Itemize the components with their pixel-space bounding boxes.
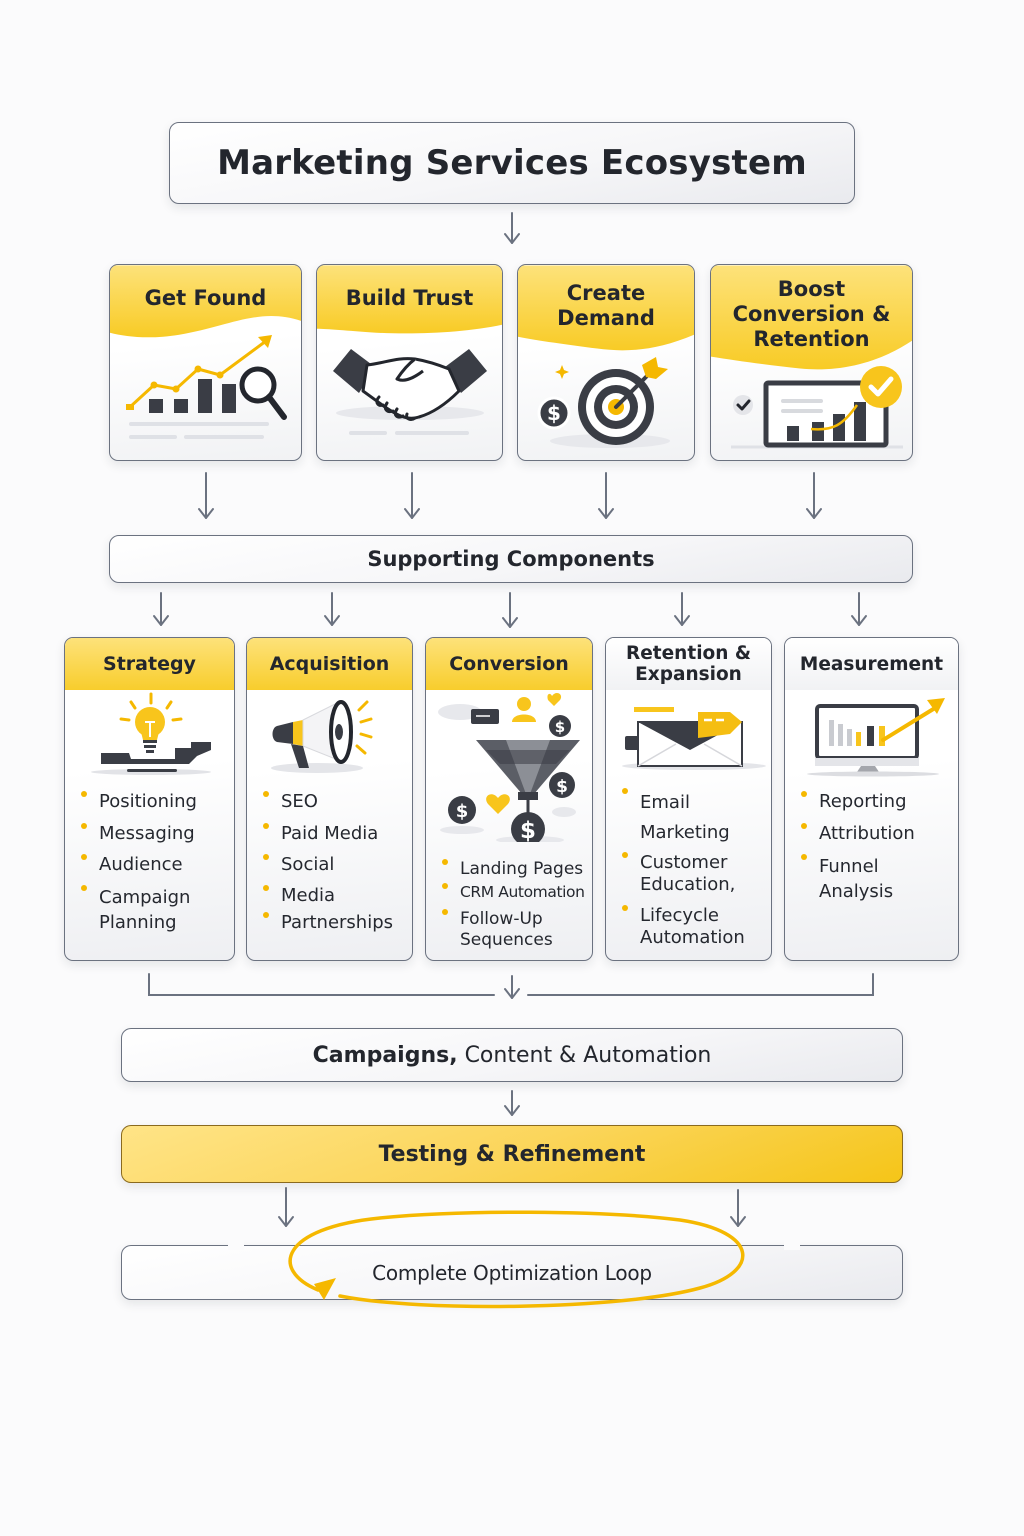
growth-chart-magnifier-icon [126,335,287,439]
component-title: Conversion [426,638,592,690]
goal-title: Get Found [144,286,267,310]
header-wave [518,265,694,351]
header-wave [110,265,301,338]
testing-refinement-box: Testing & Refinement [121,1125,903,1183]
list-item: Attribution [799,823,915,854]
svg-text:$: $ [456,801,469,822]
merge-bracket [148,973,874,999]
arrow-comp-3 [502,592,518,628]
arrow-goal-1 [198,472,214,519]
svg-text:$: $ [547,401,561,425]
arrow-title-to-goals [504,212,520,244]
arrow-comp-4 [674,592,690,626]
component-retention-expansion[interactable]: Retention & Expansion Email Marketing Cu… [605,637,772,961]
list-item: Reporting [799,791,915,823]
goal-card-boost-conversion[interactable]: Boost Conversion & Retention [710,264,913,461]
page-title: Marketing Services Ecosystem [217,143,807,183]
optimization-loop-box: Complete Optimization Loop [121,1245,903,1300]
arrow-testing-left [278,1187,294,1227]
list-item: Messaging [79,823,209,854]
list-item: Positioning [79,791,209,823]
list-item: Media [261,885,393,912]
list-item: Email Marketing [620,788,752,852]
arrow-campaigns-to-testing [504,1090,520,1116]
list-item: Follow-Up Sequences [440,909,570,951]
arrow-comp-1 [153,592,169,626]
list-item: SEO [261,791,393,823]
arrow-goal-3 [598,472,614,519]
list-item: Lifecycle Automation [620,905,760,949]
component-conversion[interactable]: Conversion $ $ $ $ Landing Pages CRM Aut… [425,637,593,961]
component-title: Retention & Expansion [606,638,771,690]
list-item: Customer Education, [620,852,752,905]
list-item: Partnerships [261,912,393,939]
target-dollar-icon: $ [537,357,670,448]
component-title: Acquisition [247,638,412,690]
testing-refinement-label: Testing & Refinement [378,1141,646,1167]
component-items: Reporting Attribution Funnel Analysis [799,791,915,904]
goal-title: Build Trust [345,286,474,310]
campaigns-label-rest: Content & Automation [457,1042,712,1068]
handshake-icon [333,349,487,435]
goal-card-build-trust[interactable]: Build Trust [316,264,503,461]
funnel-icon: $ $ $ $ [438,693,580,842]
goal-title: Boost Conversion & Retention [732,277,891,351]
component-title: Measurement [785,638,958,690]
campaigns-content-automation-box: Campaigns, Content & Automation [121,1028,903,1082]
header-wave [711,265,912,370]
list-item: CRM Automation [440,883,585,909]
component-strategy[interactable]: Strategy Positioning Messaging Audience … [64,637,235,961]
list-item: Landing Pages [440,859,585,883]
header-wave [317,265,502,334]
monitor-analytics-icon [807,698,945,777]
arrow-testing-right [730,1189,746,1227]
list-item: Audience [79,854,209,885]
goal-title: Create Demand [557,281,655,330]
campaigns-label-bold: Campaigns, [312,1042,458,1068]
arrow-comp-2 [324,592,340,626]
component-items: SEO Paid Media Social Media Partnerships [261,791,393,939]
svg-text:$: $ [520,818,536,842]
supporting-components-box: Supporting Components [109,535,913,583]
list-item: Social [261,854,393,885]
dashboard-check-icon [731,366,903,449]
list-item: Campaign Planning [79,885,209,935]
supporting-components-label: Supporting Components [367,547,655,571]
envelope-icon [622,707,766,770]
component-acquisition[interactable]: Acquisition SEO Paid Media Social Media … [246,637,413,961]
optimization-loop-label: Complete Optimization Loop [372,1260,652,1285]
arrow-goal-4 [806,472,822,519]
campaigns-label: Campaigns, Content & Automation [313,1043,712,1068]
lightbulb-icon [91,692,211,775]
list-item: Paid Media [261,823,393,854]
goal-card-get-found[interactable]: Get Found [109,264,302,461]
component-measurement[interactable]: Measurement Reporting Attribution Funnel… [784,637,959,961]
megaphone-icon [271,700,373,773]
component-items: Positioning Messaging Audience Campaign … [79,791,209,935]
component-items: Email Marketing Customer Education, Life… [620,788,760,949]
arrow-goal-2 [404,472,420,519]
svg-text:$: $ [555,718,565,736]
goal-card-create-demand[interactable]: Create Demand $ [517,264,695,461]
title-box: Marketing Services Ecosystem [169,122,855,204]
svg-text:$: $ [556,777,568,797]
component-items: Landing Pages CRM Automation Follow-Up S… [440,859,585,951]
arrow-comp-5 [851,592,867,626]
list-item: Funnel Analysis [799,854,899,904]
component-title: Strategy [65,638,234,690]
